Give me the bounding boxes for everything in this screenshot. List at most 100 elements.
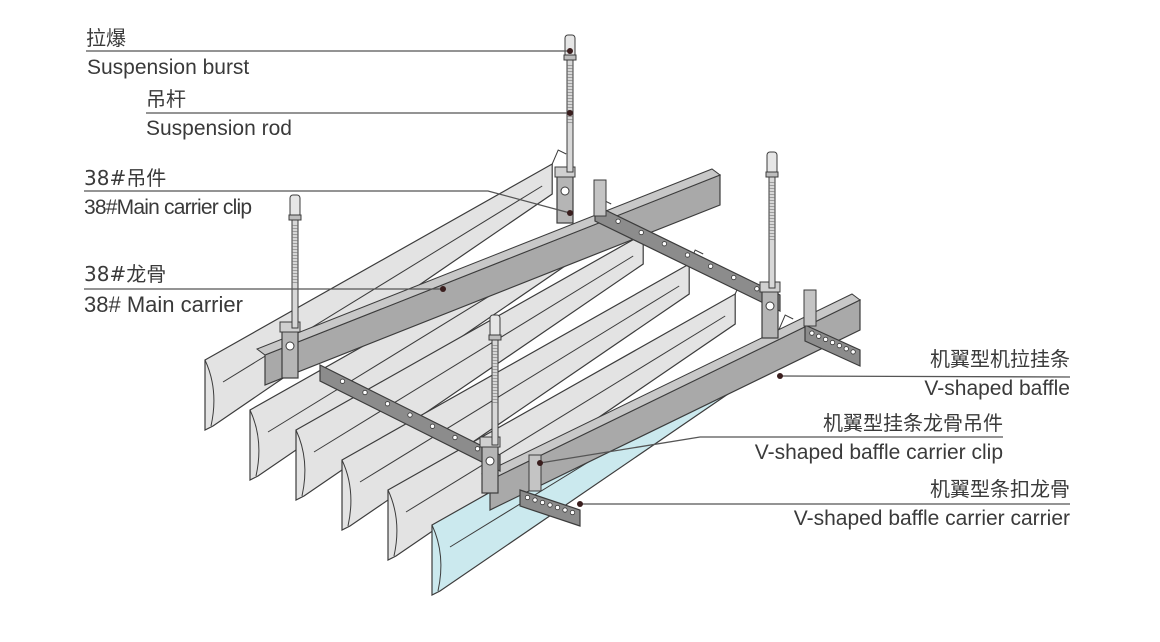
rod-thread: [566, 103, 574, 106]
rod-thread: [491, 347, 499, 350]
rod-thread: [291, 254, 299, 257]
rod-thread: [491, 353, 499, 356]
baffle-carrier-stub-back-hole: [850, 349, 856, 355]
baffle-end-curve: [431, 524, 442, 592]
rod-thread: [768, 229, 776, 232]
rod-thread: [768, 220, 776, 223]
baffle-carrier-back-hole: [754, 286, 760, 292]
baffle-carrier-stub-back-hole: [809, 330, 815, 336]
rod-thread: [291, 269, 299, 272]
clip-bolt-hole: [485, 456, 495, 466]
rod-thread: [768, 223, 776, 226]
rod-thread: [491, 401, 499, 404]
rod-thread: [566, 118, 574, 121]
baffle-end-curve: [341, 459, 352, 527]
rod-thread: [768, 190, 776, 193]
label-suspension-burst-zh: 拉爆: [86, 26, 126, 50]
rod-thread: [768, 202, 776, 205]
rod-thread: [491, 368, 499, 371]
baffle-lip-line: [313, 255, 634, 453]
rod-thread: [566, 97, 574, 100]
baffle-end-curve: [387, 489, 398, 557]
rod-thread: [768, 199, 776, 202]
leader-main-carrier-clip-dot: [567, 210, 573, 216]
baffle-end-curve: [204, 359, 215, 427]
baffle-carrier-stub-front-hole: [532, 497, 538, 503]
rod-thread: [566, 76, 574, 79]
rod-thread: [291, 224, 299, 227]
label-main-carrier-clip-zh: 38#吊件: [84, 166, 167, 190]
rod-thread: [566, 88, 574, 91]
leader-v-baffle-carrier-clip-dot: [537, 460, 543, 466]
rod-thread: [566, 85, 574, 88]
rod-thread: [566, 82, 574, 85]
rod-thread: [768, 208, 776, 211]
baffle-blade: [341, 262, 690, 531]
baffle-end-curve: [295, 429, 306, 497]
label-main-carrier-zh: 38#龙骨: [84, 262, 167, 286]
baffle-carrier-stub-front-hole: [539, 499, 546, 506]
baffle-lip-line: [359, 285, 680, 483]
label-v-baffle-carrier-clip-zh: 机翼型挂条龙骨吊件: [823, 411, 1003, 435]
main-carrier-clip: [281, 329, 299, 379]
leader-lines: [84, 48, 1071, 507]
baffle-carrier-stub-back-hole: [816, 333, 822, 339]
rod-thread: [491, 383, 499, 386]
carriers-group: [255, 166, 861, 527]
baffle-carrier-stub-front-hole: [554, 504, 561, 511]
rod-thread: [291, 245, 299, 248]
baffle-carrier-clip: [803, 289, 817, 327]
baffle-carrier-front-hole: [429, 423, 436, 429]
rod-thread: [768, 232, 776, 235]
rod-thread: [491, 344, 499, 347]
clip-washer: [479, 436, 501, 448]
rod-thread: [566, 64, 574, 67]
baffle-carrier-stub-front-hole: [562, 507, 568, 513]
rod-thread: [291, 233, 299, 236]
anchor-nut: [563, 54, 577, 61]
rod-thread: [291, 242, 299, 245]
baffle-carrier-front-hole: [362, 389, 368, 396]
label-v-baffle-carrier-clip-en: V-shaped baffle carrier clip: [754, 441, 1003, 464]
baffle-carrier-clip: [593, 179, 607, 217]
rod-thread: [768, 226, 776, 229]
baffle-carrier-stub-back-hole: [843, 346, 849, 352]
rod-thread: [491, 398, 499, 401]
rod-thread: [291, 230, 299, 233]
rod-thread: [491, 392, 499, 395]
rod-thread: [491, 371, 499, 374]
rod-thread: [566, 67, 574, 70]
label-v-baffle-carrier-en: V-shaped baffle carrier carrier: [793, 507, 1070, 530]
rod-thread: [768, 181, 776, 184]
main-carrier-clip: [761, 289, 779, 339]
rod-thread: [491, 395, 499, 398]
rod-thread: [291, 272, 299, 275]
rod-thread: [566, 73, 574, 76]
rod-thread: [491, 350, 499, 353]
anchor-nut: [765, 171, 779, 178]
baffle-carrier-back-hole: [661, 241, 667, 247]
rod-thread: [566, 121, 574, 124]
baffle-carrier-stub-front-hole: [569, 509, 576, 516]
rod-thread: [291, 266, 299, 269]
baffle-top-flange: [778, 314, 794, 330]
rod-thread: [768, 238, 776, 241]
leader-main-carrier-dot: [440, 286, 446, 292]
suspension-burst-anchor: [766, 151, 778, 175]
baffle-carrier-front-hole: [452, 434, 458, 441]
label-v-shaped-baffle-en: V-shaped baffle: [924, 377, 1070, 400]
rod-thread: [291, 236, 299, 239]
clip-washer: [554, 166, 576, 178]
leader-main-carrier-clip: [84, 190, 571, 214]
rod-thread: [566, 100, 574, 103]
rod-thread: [566, 115, 574, 118]
label-main-carrier-clip-en: 38#Main carrier clip: [84, 196, 252, 219]
baffle-carrier-stub-back-hole: [823, 336, 829, 342]
label-v-shaped-baffle-zh: 机翼型机拉挂条: [930, 347, 1070, 371]
clip-bolt-hole: [560, 186, 570, 196]
rod-thread: [491, 356, 499, 359]
rod-thread: [291, 251, 299, 254]
label-main-carrier-en: 38# Main carrier: [84, 292, 243, 317]
baffle-top-flange: [551, 149, 567, 165]
